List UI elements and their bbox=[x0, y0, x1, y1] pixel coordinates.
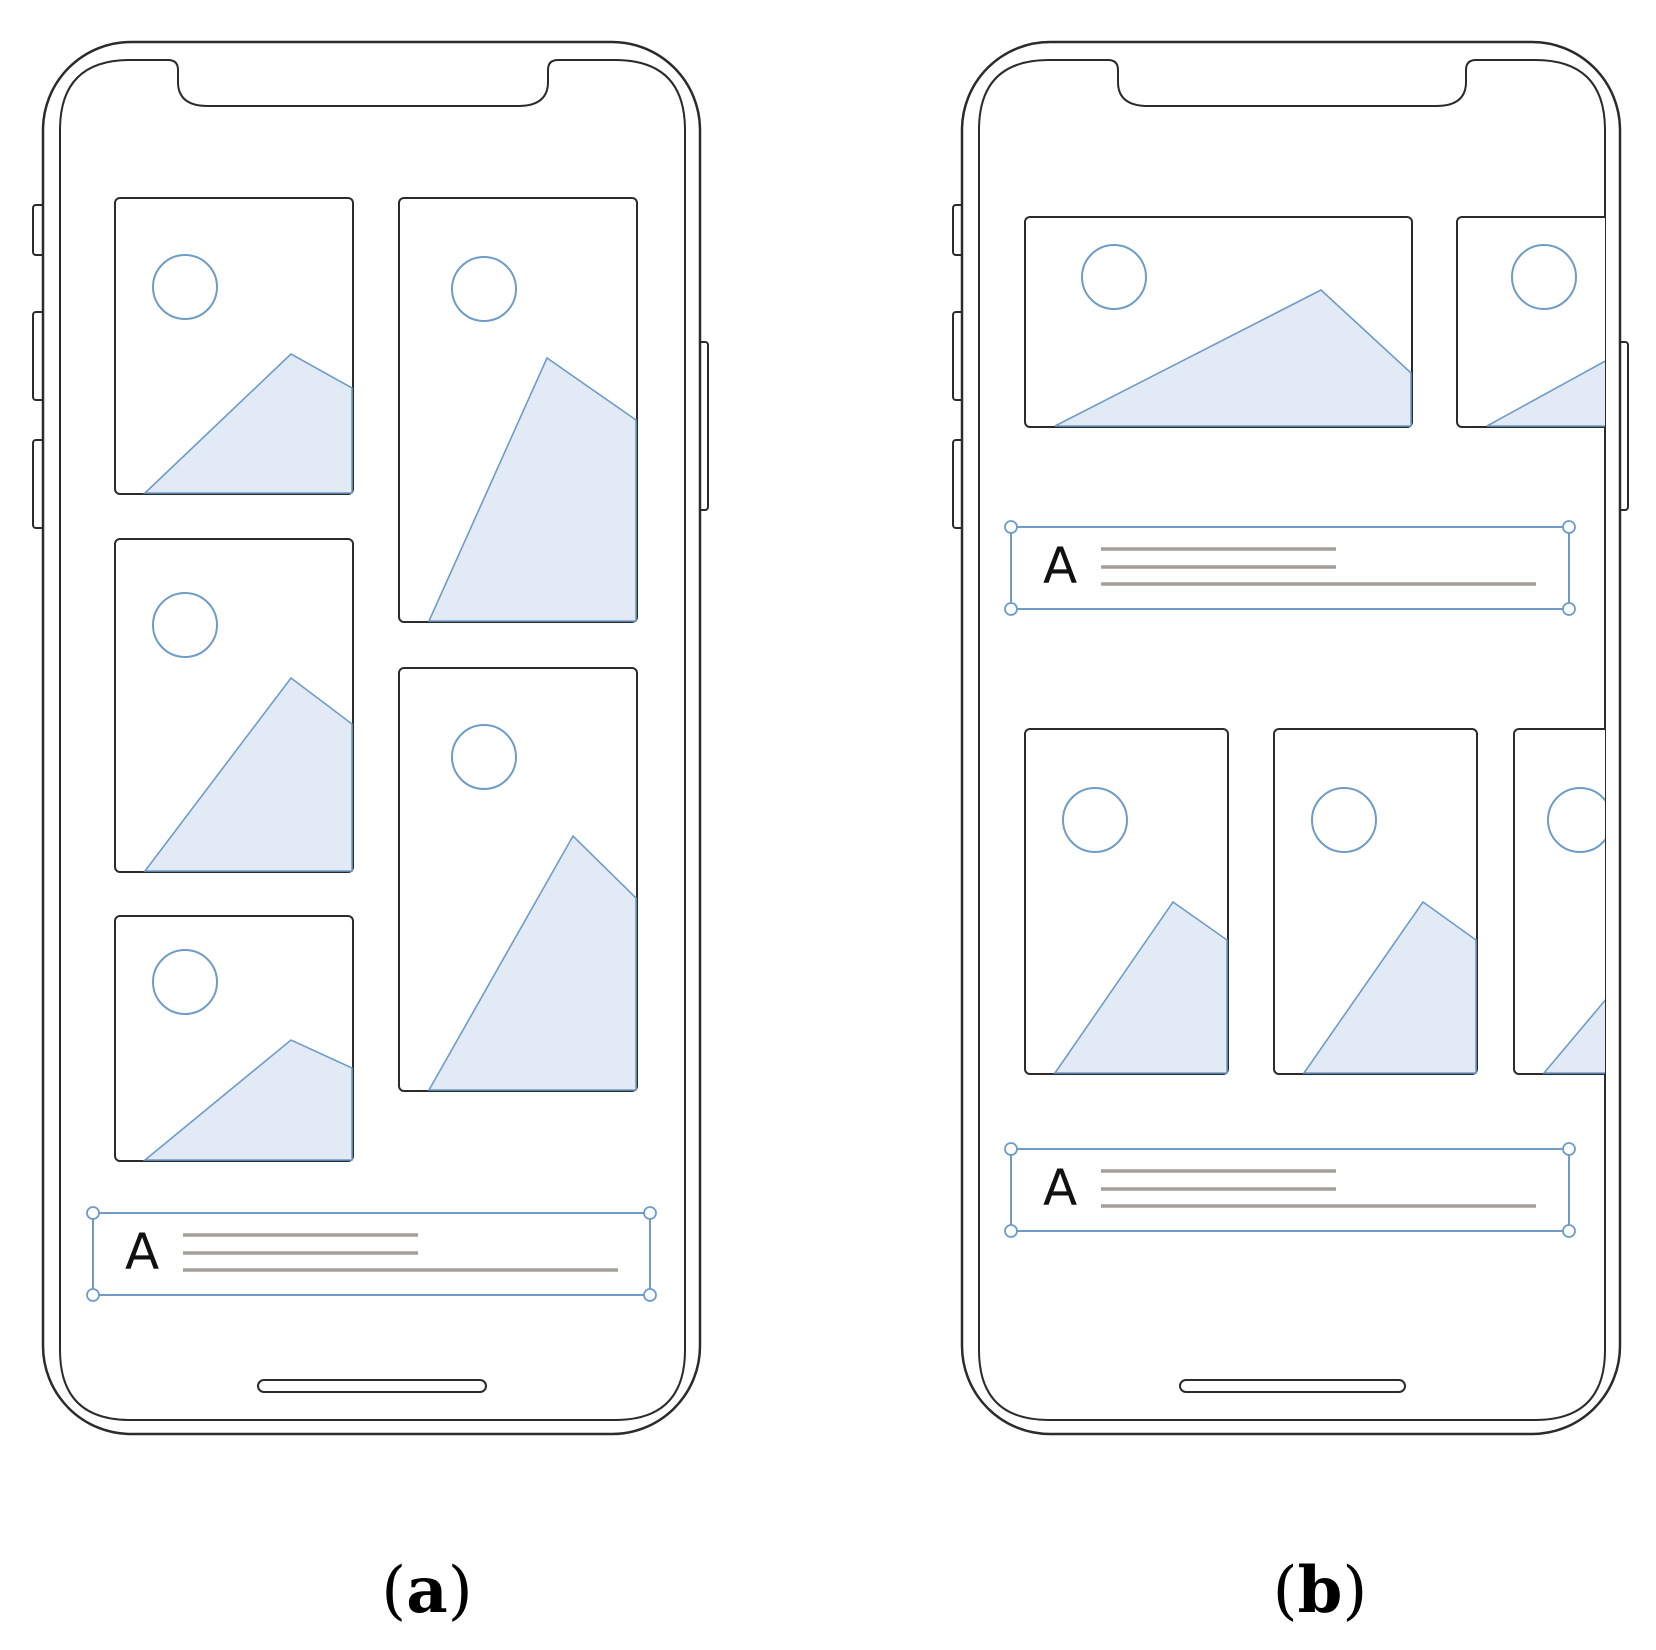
sun-icon bbox=[1547, 787, 1605, 853]
mountain-icon bbox=[427, 356, 637, 622]
selection-handle bbox=[1004, 1142, 1018, 1156]
image-grid bbox=[114, 197, 638, 1162]
phone-mockup-a: A bbox=[32, 40, 709, 1436]
selection-handle bbox=[1562, 602, 1576, 616]
selection-handle bbox=[86, 1206, 100, 1220]
text-glyph-icon: A bbox=[125, 1223, 159, 1281]
text-block: A bbox=[1004, 520, 1576, 616]
mountain-icon bbox=[142, 353, 353, 494]
text-block: A bbox=[86, 1206, 657, 1302]
text-blocks: AA bbox=[1004, 520, 1576, 1238]
image-placeholder-icon bbox=[398, 667, 638, 1092]
sun-icon bbox=[451, 724, 517, 790]
card-frame bbox=[1513, 728, 1605, 1075]
image-placeholder-icon bbox=[1513, 728, 1605, 1075]
image-placeholder-icon bbox=[1024, 728, 1229, 1075]
image-placeholder-icon bbox=[398, 197, 638, 623]
selection-box bbox=[1010, 526, 1570, 610]
selection-handle bbox=[86, 1288, 100, 1302]
selection-handle bbox=[1562, 520, 1576, 534]
selection-box bbox=[1010, 1148, 1570, 1232]
selection-handle bbox=[1562, 1224, 1576, 1238]
mountain-icon bbox=[1542, 933, 1605, 1074]
home-indicator bbox=[257, 1379, 487, 1393]
mountain-icon bbox=[1486, 318, 1605, 427]
selection-handle bbox=[643, 1206, 657, 1220]
mountain-icon bbox=[1302, 900, 1477, 1074]
text-block: A bbox=[1004, 1142, 1576, 1238]
text-glyph-icon: A bbox=[1043, 1159, 1077, 1217]
selection-handle bbox=[1004, 602, 1018, 616]
panel-label-b: (b) bbox=[1273, 1553, 1368, 1628]
image-placeholder-icon bbox=[1024, 216, 1413, 428]
mountain-icon bbox=[143, 676, 353, 872]
sun-icon bbox=[152, 592, 218, 658]
panel-label-a: (a) bbox=[381, 1553, 472, 1628]
mountain-icon bbox=[142, 1039, 353, 1161]
selection-handle bbox=[1004, 1224, 1018, 1238]
sun-icon bbox=[1311, 787, 1377, 853]
text-glyph-icon: A bbox=[1043, 537, 1077, 595]
mountain-icon bbox=[427, 834, 637, 1091]
image-placeholder-icon bbox=[114, 915, 354, 1162]
sun-icon bbox=[1062, 787, 1128, 853]
image-placeholder-icon bbox=[114, 538, 354, 873]
text-blocks: A bbox=[86, 1206, 657, 1302]
image-carousels bbox=[1024, 216, 1605, 1075]
selection-handle bbox=[1562, 1142, 1576, 1156]
mountain-icon bbox=[1054, 289, 1412, 427]
sun-icon bbox=[451, 256, 517, 322]
phone-mockup-b: AA bbox=[952, 40, 1629, 1436]
selection-handle bbox=[1004, 520, 1018, 534]
image-placeholder-icon bbox=[1273, 728, 1478, 1075]
home-indicator bbox=[1179, 1379, 1406, 1393]
image-placeholder-icon bbox=[1456, 216, 1605, 428]
selection-handle bbox=[643, 1288, 657, 1302]
sun-icon bbox=[152, 254, 218, 320]
sun-icon bbox=[1081, 244, 1147, 310]
sun-icon bbox=[1511, 244, 1577, 310]
card-frame bbox=[1456, 216, 1605, 428]
image-placeholder-icon bbox=[114, 197, 354, 495]
selection-box bbox=[92, 1212, 651, 1296]
mountain-icon bbox=[1053, 900, 1228, 1074]
sun-icon bbox=[152, 949, 218, 1015]
